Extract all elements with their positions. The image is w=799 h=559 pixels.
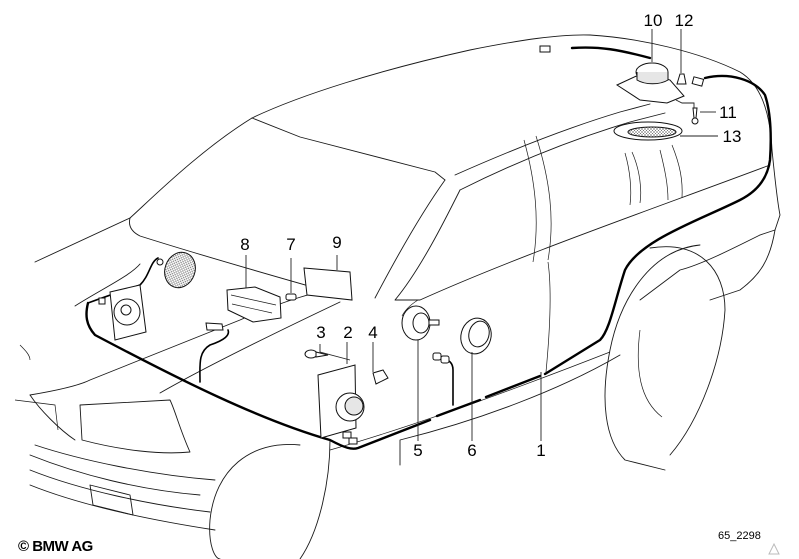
copyright-text: © BMW AG xyxy=(18,538,93,555)
part-3-screw[interactable] xyxy=(304,349,329,359)
part-11-screw[interactable] xyxy=(691,107,699,125)
part-9-cover-plate[interactable] xyxy=(303,267,353,301)
part-6-tweeter-ring[interactable] xyxy=(457,315,495,358)
callout-4: 4 xyxy=(368,323,377,342)
callout-10: 10 xyxy=(644,11,663,30)
part-4-clip-nut[interactable] xyxy=(372,369,389,385)
drawing-number: 65_2298 xyxy=(718,530,761,542)
car-body-outline xyxy=(14,34,781,559)
callout-9: 9 xyxy=(332,233,341,252)
wiring-harness xyxy=(85,46,772,450)
callout-5: 5 xyxy=(413,441,422,460)
callout-13: 13 xyxy=(723,127,742,146)
callout-7: 7 xyxy=(286,235,295,254)
callout-1: 1 xyxy=(536,441,545,460)
part-8-radio-mounting-frame[interactable] xyxy=(205,286,282,331)
leader-lines xyxy=(245,29,718,441)
callout-11: 11 xyxy=(719,103,737,122)
warning-triangle-icon xyxy=(768,543,780,555)
part-5-tweeter[interactable] xyxy=(401,305,450,364)
callout-2: 2 xyxy=(343,323,352,342)
callout-labels: 1 2 3 4 5 6 7 8 9 10 11 12 13 xyxy=(240,11,741,460)
part-13-speaker-grille[interactable] xyxy=(613,121,683,141)
part-10-rear-loudspeaker[interactable] xyxy=(615,62,685,104)
callout-12: 12 xyxy=(675,11,694,30)
part-7-plug[interactable] xyxy=(285,293,297,301)
part-12-clip[interactable] xyxy=(676,73,687,85)
part-2-door-loudspeaker[interactable] xyxy=(317,364,365,445)
callout-6: 6 xyxy=(467,441,476,460)
dashboard-loudspeaker xyxy=(98,284,147,341)
callout-3: 3 xyxy=(316,323,325,342)
rear-connector xyxy=(539,45,705,87)
dashboard-tweeter xyxy=(156,251,196,289)
callout-8: 8 xyxy=(240,235,249,254)
